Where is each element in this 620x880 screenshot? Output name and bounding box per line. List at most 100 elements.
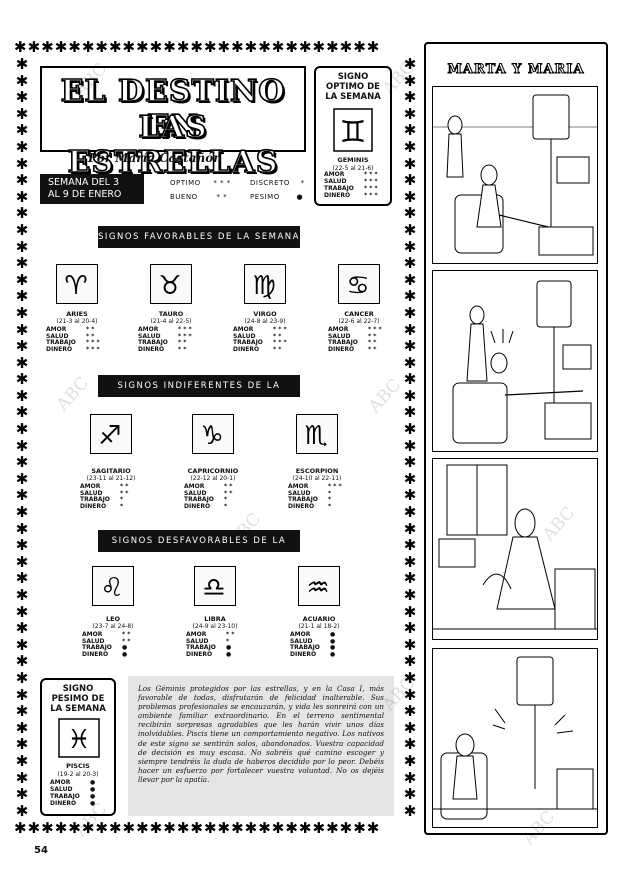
sign-stat-row: SALUD* <box>288 489 332 497</box>
sign-stat-row: DINERO* <box>80 502 124 510</box>
sign-dates-libra: (24-9 al 23-10) <box>192 623 238 630</box>
sign-stat-row: AMOR* * * <box>328 326 382 333</box>
taurus-icon: ♉ <box>150 264 192 304</box>
sagittarius-icon: ♐ <box>90 414 132 454</box>
sign-name-tauro: TAURO <box>158 310 184 318</box>
sign-dates-capricornio: (22-12 al 20-1) <box>190 475 236 482</box>
star-border-top: ✱✱✱✱✱✱✱✱✱✱✱✱✱✱✱✱✱✱✱✱✱✱✱✱✱✱✱ <box>14 40 381 55</box>
legend-pesimo: PESIMO ● <box>250 193 304 201</box>
title-line-1: EL DESTINO EN <box>60 73 286 145</box>
sign-dates-sagitario: (23-11 al 21-12) <box>86 475 136 482</box>
comic-panel-2 <box>432 270 598 452</box>
gemini-icon: ♊ <box>333 108 373 152</box>
sign-stat-row: AMOR* * <box>82 631 131 638</box>
optimo-head-3: LA SEMANA <box>325 92 381 102</box>
comic-panel-3 <box>432 458 598 640</box>
sign-name-acuario: ACUARIO <box>302 615 336 623</box>
sign-stat-row: TRABAJO* <box>80 496 124 504</box>
comic-strip-frame <box>424 42 608 835</box>
sign-name-virgo: VIRGO <box>253 310 277 318</box>
pesimo-sign-dates: (19-2 al 20-3) <box>57 771 99 778</box>
sign-stat-row: SALUD* * <box>46 332 95 340</box>
pesimo-head-3: LA SEMANA <box>50 704 106 714</box>
svg-text:♋: ♋ <box>346 271 369 301</box>
watermark: ABC <box>52 373 94 415</box>
sign-stat-row: SALUD* * <box>184 489 233 497</box>
svg-text:♒: ♒ <box>306 573 329 603</box>
byline: Por María Castañón <box>88 151 222 165</box>
pesimo-stat-amor: AMOR● <box>50 779 96 786</box>
sign-stat-row: AMOR* * <box>46 326 95 333</box>
virgo-icon: ♍ <box>244 264 286 304</box>
sign-stat-row: SALUD* <box>186 637 230 645</box>
comic-panel-1 <box>432 86 598 264</box>
capricorn-icon: ♑ <box>192 414 234 454</box>
sign-stat-row: DINERO* * <box>138 345 187 353</box>
pisces-icon: ♓ <box>58 718 100 758</box>
svg-text:♐: ♐ <box>98 421 121 451</box>
sign-dates-tauro: (21-4 al 22-5) <box>150 318 192 325</box>
sign-stat-row: DINERO● <box>82 650 128 658</box>
comic-panel-2-illustration <box>452 280 592 444</box>
svg-text:♓: ♓ <box>67 725 90 755</box>
sign-name-aries: ARIES <box>66 310 88 318</box>
sign-stat-row: DINERO* <box>288 502 332 510</box>
banner-favorables: SIGNOS FAVORABLES DE LA SEMANA <box>98 226 300 248</box>
svg-text:♑: ♑ <box>200 421 223 451</box>
sign-stat-row: AMOR* * * <box>138 326 192 333</box>
sign-stat-row: TRABAJO● <box>290 644 336 652</box>
watermark: ABC <box>364 375 406 417</box>
week-line-2: AL 9 DE ENERO <box>48 189 122 200</box>
aquarius-icon: ♒ <box>298 566 340 606</box>
week-line-1: SEMANA DEL 3 <box>48 177 120 188</box>
comic-panel-3-illustration <box>433 464 597 630</box>
sign-dates-aries: (21-3 al 20-4) <box>56 318 98 325</box>
optimo-head-2: OPTIMO DE <box>326 82 380 92</box>
optimo-stat-trabajo: TRABAJO* * * <box>324 185 378 192</box>
sign-stat-row: DINERO* * * <box>46 345 100 353</box>
pesimo-stat-salud: SALUD● <box>50 786 96 793</box>
legend-optimo: OPTIMO * * * <box>170 179 231 187</box>
sign-name-cancer: CANCER <box>344 310 374 318</box>
sign-stat-row: SALUD* * <box>80 489 129 497</box>
optimo-sign-dates: (22-5 al 21-6) <box>332 165 374 172</box>
optimo-stat-salud: SALUD* * * <box>324 178 378 185</box>
pesimo-head-2: PESIMO DE <box>51 694 105 704</box>
scorpio-icon: ♏ <box>296 414 338 454</box>
libra-icon: ♎ <box>194 566 236 606</box>
pesimo-stat-dinero: DINERO● <box>50 800 96 807</box>
sign-stat-row: TRABAJO* <box>184 496 228 504</box>
title-line-2: LAS ESTRELLAS <box>67 109 279 181</box>
svg-text:♏: ♏ <box>304 421 327 451</box>
sign-dates-virgo: (24-8 al 23-9) <box>244 318 286 325</box>
pesimo-head-1: SIGNO <box>62 684 94 694</box>
star-border-right: ✱ ✱ ✱ ✱ ✱ ✱ ✱ ✱ ✱ ✱ ✱ ✱ ✱ ✱ ✱ ✱ ✱ ✱ ✱ ✱ … <box>403 56 417 820</box>
svg-text:♉: ♉ <box>158 271 181 301</box>
sign-stat-row: DINERO* <box>184 502 228 510</box>
sign-name-libra: LIBRA <box>204 615 226 623</box>
sign-stat-row: SALUD* * <box>328 332 377 340</box>
star-border-bottom: ✱✱✱✱✱✱✱✱✱✱✱✱✱✱✱✱✱✱✱✱✱✱✱✱✱✱✱ <box>14 821 381 836</box>
sign-name-sagitario: SAGITARIO <box>91 467 131 475</box>
sign-stat-row: TRABAJO● <box>186 644 232 652</box>
sign-name-escorpion: ESCORPION <box>295 467 339 475</box>
sign-dates-escorpion: (24-10 al 22-11) <box>292 475 342 482</box>
star-border-left: ✱ ✱ ✱ ✱ ✱ ✱ ✱ ✱ ✱ ✱ ✱ ✱ ✱ ✱ ✱ ✱ ✱ ✱ ✱ ✱ … <box>15 56 29 820</box>
sign-stat-row: DINERO* * <box>328 345 377 353</box>
sign-stat-row: TRABAJO* * <box>328 339 377 347</box>
leo-icon: ♌ <box>92 566 134 606</box>
sign-name-capricornio: CAPRICORNIO <box>187 467 239 475</box>
signo-optimo-box: SIGNO OPTIMO DE LA SEMANA ♊ GEMINIS (22-… <box>314 66 392 206</box>
sign-stat-row: TRABAJO● <box>82 644 128 652</box>
pesimo-stat-trabajo: TRABAJO● <box>50 793 96 800</box>
sign-stat-row: SALUD* * <box>233 332 282 340</box>
svg-text:♈: ♈ <box>64 271 87 301</box>
sign-stat-row: AMOR* * <box>184 483 233 490</box>
svg-text:♍: ♍ <box>252 271 275 301</box>
comic-panel-1-illustration <box>433 94 597 256</box>
sign-stat-row: DINERO● <box>186 650 232 658</box>
sign-stat-row: AMOR● <box>290 631 336 638</box>
aries-icon: ♈ <box>56 264 98 304</box>
sign-stat-row: AMOR* * * <box>233 326 287 333</box>
comic-title: MARTA Y MARIA <box>447 62 585 78</box>
